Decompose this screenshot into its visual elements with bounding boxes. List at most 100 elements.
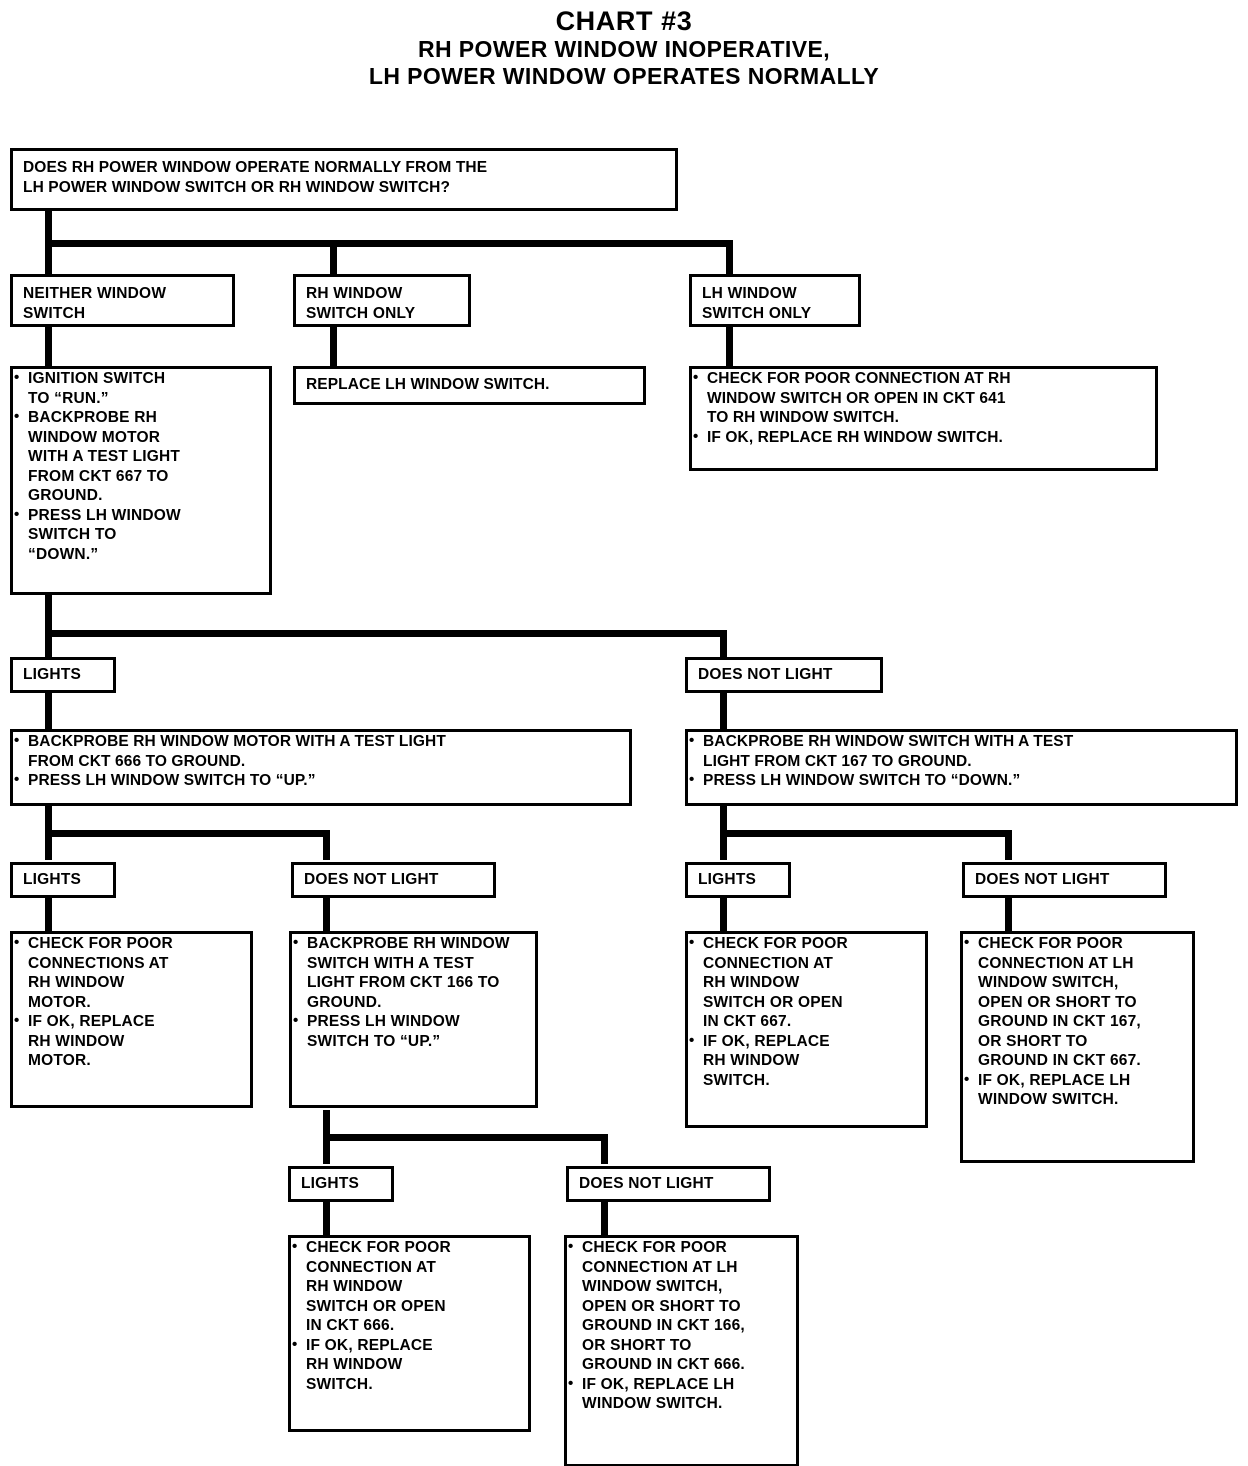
action-box-does-not-light-2-list: BACKPROBE RH WINDOW SWITCH WITH A TEST L… bbox=[292, 933, 535, 1051]
list-item: IF OK, REPLACE RH WINDOW SWITCH. bbox=[688, 1031, 925, 1091]
action-box-does-not-light-4[interactable]: CHECK FOR POOR CONNECTION AT LH WINDOW S… bbox=[564, 1235, 799, 1466]
connector-trunk-5 bbox=[323, 1134, 608, 1141]
action-box-neither-list: IGNITION SWITCH TO “RUN.” BACKPROBE RH W… bbox=[13, 368, 269, 565]
connector-lights-3-to-action bbox=[720, 898, 727, 932]
title-line-2: RH POWER WINDOW INOPERATIVE, bbox=[418, 36, 830, 62]
action-box-lights-1[interactable]: BACKPROBE RH WINDOW MOTOR WITH A TEST LI… bbox=[10, 729, 632, 806]
connector-drop-neither bbox=[45, 240, 52, 274]
branch-label-lights-4[interactable]: LIGHTS bbox=[288, 1166, 394, 1202]
action-box-does-not-light-1-list: BACKPROBE RH WINDOW SWITCH WITH A TEST L… bbox=[688, 731, 1235, 791]
connector-trunk-4 bbox=[720, 830, 1012, 837]
action-box-lights-4[interactable]: CHECK FOR POOR CONNECTION AT RH WINDOW S… bbox=[288, 1235, 531, 1432]
list-item: IF OK, REPLACE RH WINDOW MOTOR. bbox=[13, 1011, 250, 1071]
branch-label-rh-only-text: RH WINDOW SWITCH ONLY bbox=[306, 285, 416, 322]
action-box-rh-only[interactable]: REPLACE LH WINDOW SWITCH. bbox=[293, 366, 646, 405]
list-item: PRESS LH WINDOW SWITCH TO “DOWN.” bbox=[688, 770, 1235, 791]
action-box-does-not-light-4-list: CHECK FOR POOR CONNECTION AT LH WINDOW S… bbox=[567, 1237, 796, 1414]
action-box-does-not-light-1[interactable]: BACKPROBE RH WINDOW SWITCH WITH A TEST L… bbox=[685, 729, 1238, 806]
list-item: BACKPROBE RH WINDOW MOTOR WITH A TEST LI… bbox=[13, 731, 629, 771]
question-box-root[interactable]: DOES RH POWER WINDOW OPERATE NORMALLY FR… bbox=[10, 148, 678, 211]
branch-label-neither-window-switch[interactable]: NEITHER WINDOW SWITCH bbox=[10, 274, 235, 327]
list-item: IGNITION SWITCH TO “RUN.” bbox=[13, 368, 269, 408]
action-box-lights-2-list: CHECK FOR POOR CONNECTIONS AT RH WINDOW … bbox=[13, 933, 250, 1071]
list-item: IF OK, REPLACE LH WINDOW SWITCH. bbox=[567, 1374, 796, 1414]
connector-dnl-2-to-action bbox=[323, 898, 330, 932]
list-item: CHECK FOR POOR CONNECTION AT LH WINDOW S… bbox=[963, 933, 1192, 1071]
branch-label-lights-1-text: LIGHTS bbox=[23, 666, 82, 683]
connector-dnl-4-to-action bbox=[601, 1202, 608, 1236]
list-item: CHECK FOR POOR CONNECTION AT RH WINDOW S… bbox=[692, 368, 1155, 428]
list-item: IF OK, REPLACE RH WINDOW SWITCH. bbox=[692, 427, 1155, 448]
connector-drop-rh-only bbox=[330, 240, 337, 274]
connector-drop-dnl-3 bbox=[1005, 830, 1012, 860]
connector-drop-lights-3 bbox=[720, 830, 727, 860]
connector-lh-only-to-action bbox=[726, 327, 733, 367]
branch-label-lh-only-text: LH WINDOW SWITCH ONLY bbox=[702, 285, 812, 322]
connector-neither-to-action bbox=[45, 327, 52, 367]
connector-trunk-3-drop bbox=[45, 806, 52, 848]
branch-label-does-not-light-2[interactable]: DOES NOT LIGHT bbox=[291, 862, 496, 898]
title-main: CHART #3 bbox=[555, 6, 693, 36]
list-item: IF OK, REPLACE LH WINDOW SWITCH. bbox=[963, 1070, 1192, 1110]
connector-drop-lh-only bbox=[726, 240, 733, 274]
action-box-lights-3[interactable]: CHECK FOR POOR CONNECTION AT RH WINDOW S… bbox=[685, 931, 928, 1128]
action-box-neither[interactable]: IGNITION SWITCH TO “RUN.” BACKPROBE RH W… bbox=[10, 366, 272, 595]
list-item: IF OK, REPLACE RH WINDOW SWITCH. bbox=[291, 1335, 528, 1395]
action-box-lights-4-list: CHECK FOR POOR CONNECTION AT RH WINDOW S… bbox=[291, 1237, 528, 1395]
branch-label-does-not-light-1[interactable]: DOES NOT LIGHT bbox=[685, 657, 883, 693]
connector-drop-dnl-4 bbox=[601, 1134, 608, 1164]
list-item: CHECK FOR POOR CONNECTION AT RH WINDOW S… bbox=[291, 1237, 528, 1336]
list-item: CHECK FOR POOR CONNECTION AT RH WINDOW S… bbox=[688, 933, 925, 1032]
title-line-3: LH POWER WINDOW OPERATES NORMALLY bbox=[368, 63, 880, 89]
connector-root-drop bbox=[45, 211, 52, 247]
branch-label-lights-4-text: LIGHTS bbox=[301, 1175, 360, 1192]
branch-label-lights-3[interactable]: LIGHTS bbox=[685, 862, 791, 898]
list-item: PRESS LH WINDOW SWITCH TO “UP.” bbox=[13, 770, 629, 791]
list-item: BACKPROBE RH WINDOW MOTOR WITH A TEST LI… bbox=[13, 407, 269, 506]
list-item: PRESS LH WINDOW SWITCH TO “DOWN.” bbox=[13, 505, 269, 565]
list-item: CHECK FOR POOR CONNECTION AT LH WINDOW S… bbox=[567, 1237, 796, 1375]
question-box-root-text: DOES RH POWER WINDOW OPERATE NORMALLY FR… bbox=[23, 159, 488, 196]
branch-label-neither-text: NEITHER WINDOW SWITCH bbox=[23, 285, 167, 322]
connector-drop-lights-1 bbox=[45, 630, 52, 658]
branch-label-does-not-light-1-text: DOES NOT LIGHT bbox=[698, 666, 833, 683]
connector-trunk-2 bbox=[45, 630, 727, 637]
list-item: BACKPROBE RH WINDOW SWITCH WITH A TEST L… bbox=[688, 731, 1235, 771]
connector-drop-dnl-1 bbox=[720, 630, 727, 658]
list-item: PRESS LH WINDOW SWITCH TO “UP.” bbox=[292, 1011, 535, 1051]
connector-lights-1-to-action bbox=[45, 693, 52, 730]
connector-dnl-1-to-action bbox=[720, 693, 727, 730]
action-box-lights-2[interactable]: CHECK FOR POOR CONNECTIONS AT RH WINDOW … bbox=[10, 931, 253, 1108]
connector-trunk-3 bbox=[45, 830, 330, 837]
connector-trunk-2-drop bbox=[45, 595, 52, 637]
branch-label-does-not-light-4-text: DOES NOT LIGHT bbox=[579, 1175, 714, 1192]
connector-drop-lights-4 bbox=[323, 1134, 330, 1164]
connector-trunk-4-drop bbox=[720, 806, 727, 848]
action-box-does-not-light-3-list: CHECK FOR POOR CONNECTION AT LH WINDOW S… bbox=[963, 933, 1192, 1110]
connector-dnl-3-to-action bbox=[1005, 898, 1012, 932]
action-box-lights-3-list: CHECK FOR POOR CONNECTION AT RH WINDOW S… bbox=[688, 933, 925, 1091]
action-box-lh-only-list: CHECK FOR POOR CONNECTION AT RH WINDOW S… bbox=[692, 368, 1155, 448]
page-title: CHART #3 RH POWER WINDOW INOPERATIVE, LH… bbox=[0, 6, 1248, 90]
action-box-lh-only[interactable]: CHECK FOR POOR CONNECTION AT RH WINDOW S… bbox=[689, 366, 1158, 471]
action-box-does-not-light-3[interactable]: CHECK FOR POOR CONNECTION AT LH WINDOW S… bbox=[960, 931, 1195, 1163]
branch-label-does-not-light-4[interactable]: DOES NOT LIGHT bbox=[566, 1166, 771, 1202]
branch-label-does-not-light-2-text: DOES NOT LIGHT bbox=[304, 871, 439, 888]
connector-lights-4-to-action bbox=[323, 1202, 330, 1236]
branch-label-lights-2[interactable]: LIGHTS bbox=[10, 862, 116, 898]
action-box-does-not-light-2[interactable]: BACKPROBE RH WINDOW SWITCH WITH A TEST L… bbox=[289, 931, 538, 1108]
branch-label-lights-1[interactable]: LIGHTS bbox=[10, 657, 116, 693]
list-item: BACKPROBE RH WINDOW SWITCH WITH A TEST L… bbox=[292, 933, 535, 1012]
branch-label-lights-2-text: LIGHTS bbox=[23, 871, 82, 888]
action-box-lights-1-list: BACKPROBE RH WINDOW MOTOR WITH A TEST LI… bbox=[13, 731, 629, 791]
branch-label-lights-3-text: LIGHTS bbox=[698, 871, 757, 888]
connector-drop-lights-2 bbox=[45, 830, 52, 860]
action-box-rh-only-text: REPLACE LH WINDOW SWITCH. bbox=[306, 376, 550, 393]
branch-label-does-not-light-3[interactable]: DOES NOT LIGHT bbox=[962, 862, 1167, 898]
branch-label-lh-window-switch-only[interactable]: LH WINDOW SWITCH ONLY bbox=[689, 274, 861, 327]
branch-label-does-not-light-3-text: DOES NOT LIGHT bbox=[975, 871, 1110, 888]
branch-label-rh-window-switch-only[interactable]: RH WINDOW SWITCH ONLY bbox=[293, 274, 471, 327]
connector-lights-2-to-action bbox=[45, 898, 52, 932]
connector-drop-dnl-2 bbox=[323, 830, 330, 860]
